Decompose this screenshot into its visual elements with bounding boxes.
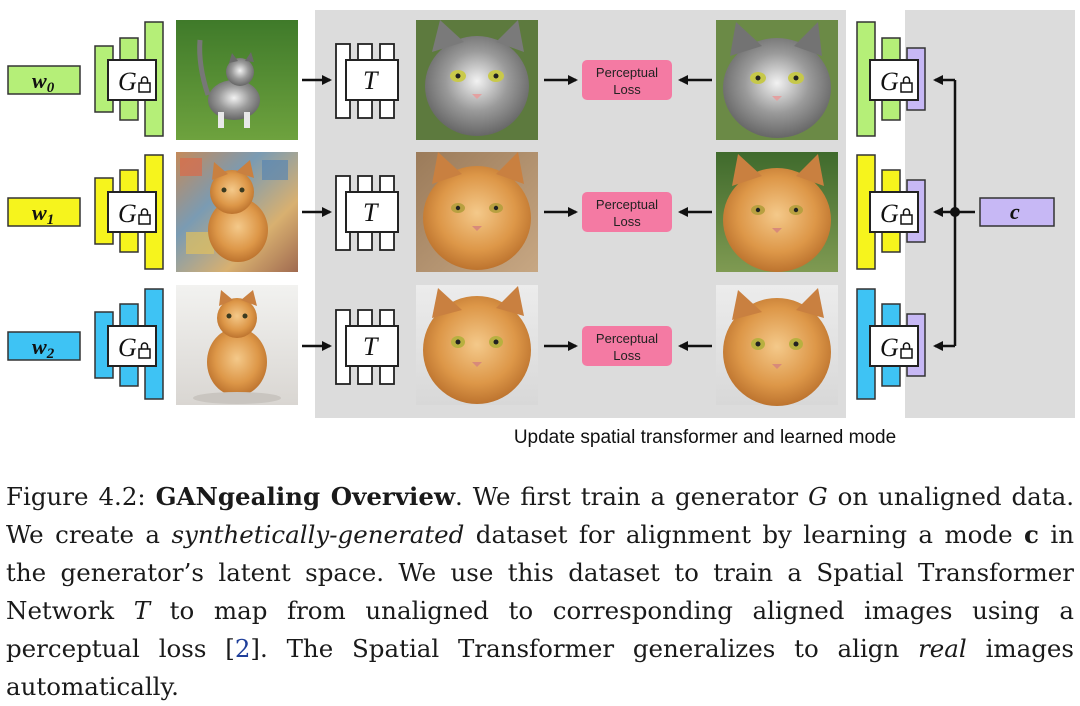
perceptual-loss-1-line2: Loss [613, 214, 641, 229]
caption-g-symbol: G [808, 482, 828, 511]
generator-g-mode-2: G [856, 288, 926, 400]
perceptual-loss-2-line2: Loss [613, 348, 641, 363]
caption-c-symbol: c [1024, 520, 1039, 549]
target-aligned-image-0 [716, 20, 838, 140]
aligned-output-image-0 [416, 20, 538, 140]
generator-g-1: G [94, 154, 164, 270]
lock-icon [138, 342, 151, 359]
caption-part5: to map from unaligned to corresponding a… [6, 596, 1074, 663]
mode-connections [933, 75, 975, 351]
citation-link[interactable]: 2 [234, 634, 251, 663]
caption-part2: on unaligned data. We create a [6, 482, 1074, 549]
caption-part4: in the generator’s latent space. We use … [6, 520, 1074, 625]
mode-c-label: c [1010, 199, 1020, 224]
transformer-t-2: T [335, 309, 399, 385]
latent-w0-label: w0 [32, 68, 55, 96]
gangealing-diagram: w0 G [7, 10, 1075, 448]
transformer-t-1: T [335, 175, 399, 251]
caption-part1: . We first train a generator [455, 482, 809, 511]
caption-part6: ]. The Spatial Transformer generalizes t… [250, 634, 919, 663]
caption-emphasis-synthetic: synthetically-generated [171, 520, 465, 549]
unaligned-image-0 [176, 20, 298, 140]
generator-g-mode-0: G [856, 21, 926, 137]
caption-title: GANgealing Overview [155, 482, 456, 511]
generator-g-mode-0-label: G [880, 67, 899, 96]
generator-g-mode-1-label: G [880, 199, 899, 228]
caption-emphasis-real: real [918, 634, 967, 663]
unaligned-image-2 [176, 285, 298, 405]
lock-icon [900, 208, 913, 225]
transformer-t-0-label: T [363, 66, 379, 95]
lock-icon [138, 76, 151, 93]
latent-w1-label: w1 [32, 200, 54, 228]
generator-g-mode-1: G [856, 154, 926, 270]
unaligned-image-1 [176, 152, 298, 272]
generator-g-1-label: G [118, 199, 137, 228]
mode-c-box [979, 197, 1055, 227]
generator-g-2: G [94, 288, 164, 400]
target-aligned-image-1 [716, 152, 838, 272]
aligned-output-image-1 [416, 152, 538, 272]
perceptual-loss-0-line1: Perceptual [596, 65, 658, 80]
target-aligned-image-2 [716, 285, 838, 406]
latent-w1-box [7, 197, 81, 227]
caption-part3: dataset for alignment by learning a mode [464, 520, 1025, 549]
latent-w2-box [7, 331, 81, 361]
generator-g-0-label: G [118, 67, 137, 96]
perceptual-loss-2-line1: Perceptual [596, 331, 658, 346]
row-2: w2 G T [7, 285, 926, 406]
row-0: w0 G [7, 20, 926, 140]
update-region-label: Update spatial transformer and learned m… [514, 427, 896, 448]
perceptual-loss-box-2: Perceptual Loss [582, 326, 672, 366]
perceptual-loss-box-0: Perceptual Loss [582, 60, 672, 100]
transformer-t-2-label: T [363, 332, 379, 361]
transformer-t-0: T [335, 43, 399, 119]
lock-icon [900, 76, 913, 93]
aligned-output-image-2 [416, 285, 538, 405]
row-1: w1 G [7, 152, 926, 272]
figure-caption: Figure 4.2: GANgealing Overview. We firs… [6, 478, 1074, 706]
perceptual-loss-1-line1: Perceptual [596, 197, 658, 212]
latent-w0-box [7, 65, 81, 95]
perceptual-loss-0-line2: Loss [613, 82, 641, 97]
generator-g-0: G [94, 21, 164, 137]
transformer-t-1-label: T [363, 198, 379, 227]
perceptual-loss-box-1: Perceptual Loss [582, 192, 672, 232]
caption-t-symbol: T [133, 596, 151, 625]
caption-prefix: Figure 4.2: [6, 482, 156, 511]
generator-g-2-label: G [118, 333, 137, 362]
lock-icon [138, 208, 151, 225]
lock-icon [900, 342, 913, 359]
latent-w2-label: w2 [32, 334, 55, 362]
generator-g-mode-2-label: G [880, 333, 899, 362]
